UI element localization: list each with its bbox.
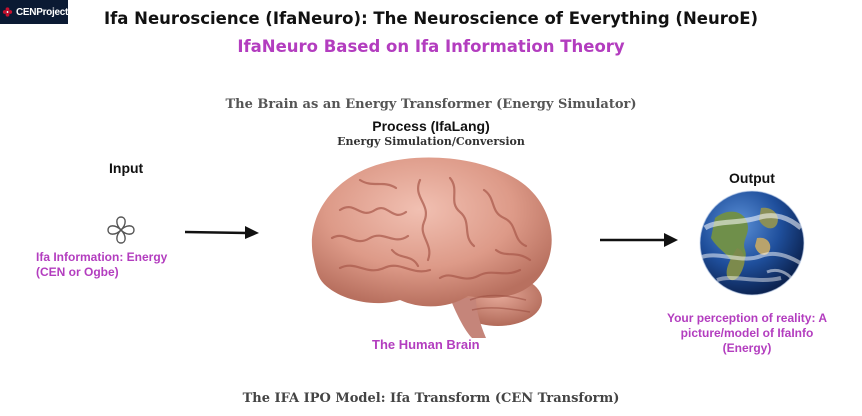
page-title: Ifa Neuroscience (IfaNeuro): The Neurosc… xyxy=(103,9,759,28)
output-label: Output xyxy=(729,170,775,186)
input-caption: Ifa Information: Energy (CEN or Ogbe) xyxy=(36,250,186,280)
process-sublabel: Energy Simulation/Conversion xyxy=(337,135,525,148)
page-subtitle: IfaNeuro Based on Ifa Information Theory xyxy=(237,37,625,56)
input-label: Input xyxy=(109,160,144,176)
output-caption-line2: picture/model of IfaInfo xyxy=(680,326,814,340)
output-caption: Your perception of reality: A picture/mo… xyxy=(652,311,842,356)
output-caption-line3: (Energy) xyxy=(722,341,772,355)
footer-caption: The IFA IPO Model: Ifa Transform (CEN Tr… xyxy=(242,391,620,406)
input-caption-line2: (CEN or Ogbe) xyxy=(36,265,119,279)
arrow-right-icon xyxy=(184,226,259,239)
logo: CENProject xyxy=(0,0,68,24)
output-caption-line1: Your perception of reality: A xyxy=(666,311,828,325)
process-label: Process (IfaLang) xyxy=(372,118,490,134)
brain-icon xyxy=(311,157,552,338)
cen-symbol-icon xyxy=(107,216,135,244)
input-caption-line1: Ifa Information: Energy xyxy=(36,250,168,264)
globe-icon xyxy=(699,190,805,296)
diagram-heading: The Brain as an Energy Transformer (Ener… xyxy=(225,97,637,112)
brain-caption: The Human Brain xyxy=(372,337,480,352)
arrow-right-icon xyxy=(600,233,678,247)
cen-logo-icon xyxy=(2,7,13,17)
logo-text: CENProject xyxy=(15,6,68,18)
